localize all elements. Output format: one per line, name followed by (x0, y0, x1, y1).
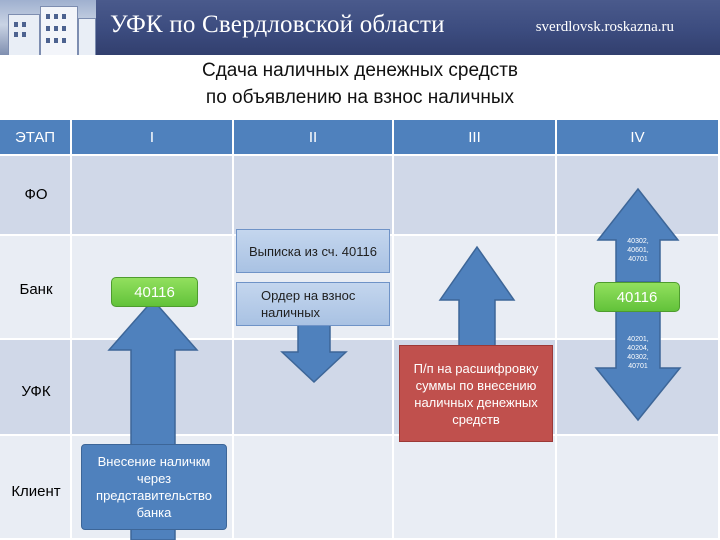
header-cell-stage-4: IV (557, 120, 720, 156)
header-site-link[interactable]: sverdlovsk.roskazna.ru (535, 19, 674, 35)
cash-deposit-box: Внесение наличкм через представительство… (81, 444, 227, 530)
table-header-row: ЭТАП I II III IV (0, 120, 720, 156)
header-banner: УФК по Свердловской области sverdlovsk.r… (0, 0, 720, 55)
payment-order-box: П/п на расшифровку суммы по внесению нал… (399, 345, 553, 442)
table-row-fo (0, 156, 720, 236)
vypiska-box: Выписка из сч. 40116 (236, 229, 390, 273)
account-40116-col1: 40116 (111, 277, 198, 307)
slide-title-line1: Сдача наличных денежных средств (201, 60, 519, 81)
header-cell-stage-3: III (394, 120, 557, 156)
row-label-client: Клиент (11, 483, 61, 500)
arrow-up-col4 (596, 187, 680, 283)
row-label-fo: ФО (24, 186, 48, 203)
building-photo (0, 0, 96, 55)
slide-title-line2: по объявлению на взнос наличных (205, 87, 515, 108)
arrow-down-col4 (594, 309, 682, 422)
account-40116-col4: 40116 (594, 282, 680, 312)
iv-down-accounts: 40201, 40204, 40302, 40701 (627, 336, 649, 370)
header-cell-etap: ЭТАП (0, 120, 72, 156)
header-cell-stage-1: I (72, 120, 234, 156)
header-title: УФК по Свердловской области (110, 11, 445, 38)
row-label-ufk: УФК (21, 383, 51, 400)
header-cell-stage-2: II (234, 120, 394, 156)
arrow-up-col3 (438, 245, 516, 351)
iv-up-accounts: 40302, 40601, 40701 (627, 238, 649, 263)
row-label-bank: Банк (19, 281, 53, 298)
order-box: Ордер на взнос наличных (236, 282, 390, 326)
